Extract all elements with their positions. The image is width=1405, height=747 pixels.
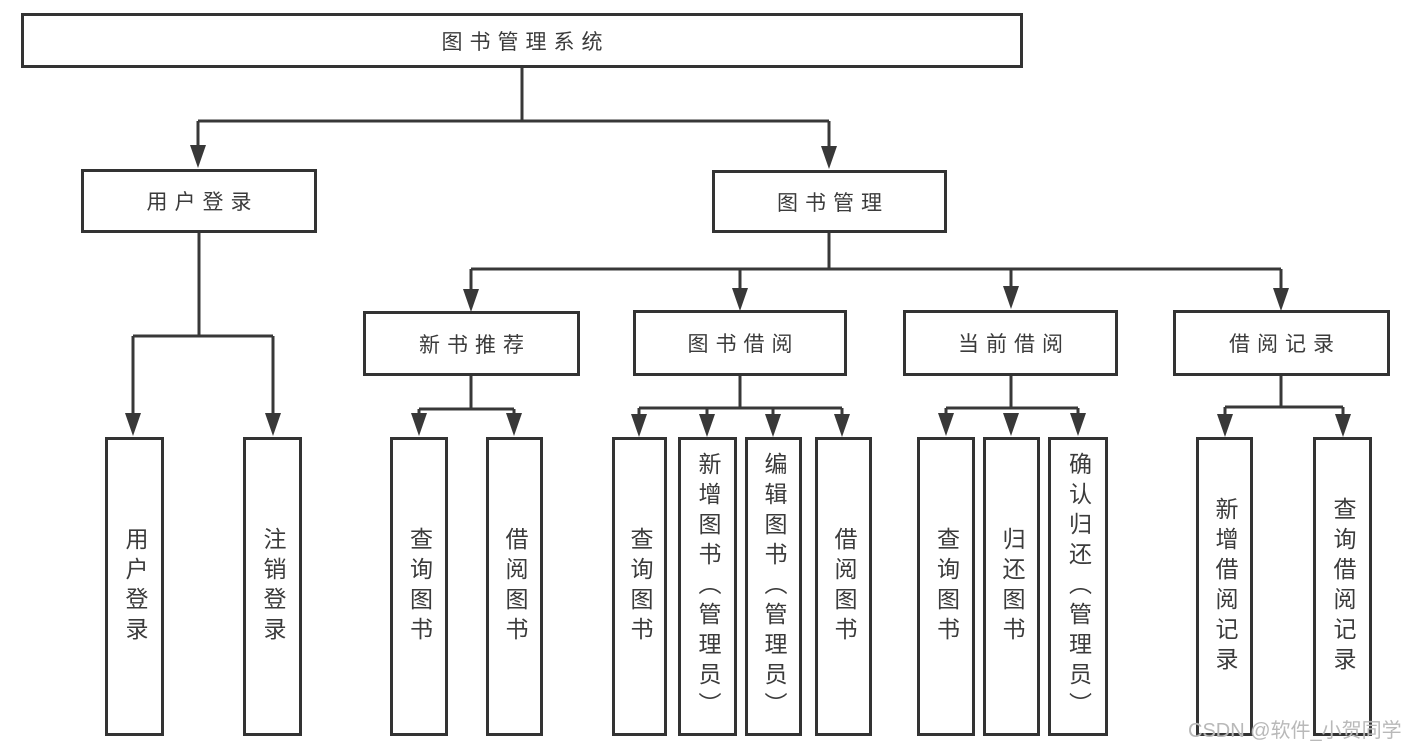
arrow-down-icon: [765, 414, 781, 437]
arrowheads: [125, 145, 1351, 437]
leaf-current-confirm-return: 确认归还（管理员）: [1048, 437, 1108, 736]
arrow-down-icon: [125, 413, 141, 436]
node-current-borrow: 当前借阅: [903, 310, 1118, 376]
leaf-recommend-borrow-book: 借阅图书: [486, 437, 543, 736]
csdn-watermark: CSDN @软件_小贺同学: [1188, 720, 1402, 742]
leaf-user-login: 用户登录: [105, 437, 164, 736]
node-root: 图书管理系统: [21, 13, 1023, 68]
leaf-recommend-query-book-label: 查询图书: [406, 526, 433, 647]
arrow-down-icon: [631, 414, 647, 437]
leaf-borrow-edit-book-label: 编辑图书（管理员）: [761, 451, 787, 722]
book-management-branch-line: [469, 231, 1283, 294]
arrow-down-icon: [411, 413, 427, 436]
arrow-down-icon: [1273, 288, 1289, 311]
node-book-management-group-label: 图书管理: [777, 191, 889, 215]
current-borrow-branch-line: [944, 374, 1080, 420]
root-branch-line: [196, 66, 831, 151]
leaf-current-query-book: 查询图书: [917, 437, 975, 736]
leaf-borrow-query-book: 查询图书: [612, 437, 667, 736]
leaf-current-query-book-label: 查询图书: [933, 526, 960, 647]
arrow-down-icon: [732, 288, 748, 311]
arrow-down-icon: [506, 413, 522, 436]
arrow-down-icon: [821, 146, 837, 169]
arrow-down-icon: [938, 413, 954, 436]
arrow-down-icon: [1335, 414, 1351, 437]
leaf-borrow-query-book-label: 查询图书: [627, 526, 653, 647]
leaf-current-return-book: 归还图书: [983, 437, 1040, 736]
node-borrow-record: 借阅记录: [1173, 310, 1390, 376]
leaf-logout-label: 注销登录: [260, 526, 286, 647]
leaf-record-add-record: 新增借阅记录: [1196, 437, 1253, 736]
leaf-user-login-label: 用户登录: [122, 526, 148, 647]
user-login-branch-line: [131, 231, 275, 418]
node-current-borrow-label: 当前借阅: [958, 333, 1070, 356]
arrow-down-icon: [463, 289, 479, 312]
arrow-down-icon: [699, 414, 715, 437]
book-borrow-branch-line: [637, 374, 844, 420]
leaf-record-query-record: 查询借阅记录: [1313, 437, 1372, 736]
arrow-down-icon: [1003, 413, 1019, 436]
leaf-borrow-edit-book: 编辑图书（管理员）: [745, 437, 802, 736]
node-book-borrow: 图书借阅: [633, 310, 847, 376]
arrow-down-icon: [190, 145, 206, 168]
node-book-borrow-label: 图书借阅: [687, 333, 800, 356]
arrow-down-icon: [1217, 414, 1233, 437]
node-borrow-record-label: 借阅记录: [1229, 333, 1341, 356]
leaf-borrow-add-book-label: 新增图书（管理员）: [695, 451, 721, 722]
node-book-management-group: 图书管理: [712, 170, 947, 233]
leaf-borrow-add-book: 新增图书（管理员）: [678, 437, 737, 736]
new-book-recommend-branch-line: [417, 374, 516, 420]
node-new-book-recommend-label: 新书推荐: [419, 333, 531, 357]
borrow-record-branch-line: [1223, 374, 1345, 420]
leaf-current-confirm-return-label: 确认归还（管理员）: [1065, 451, 1092, 722]
leaf-record-query-record-label: 查询借阅记录: [1330, 496, 1356, 677]
leaf-current-return-book-label: 归还图书: [999, 526, 1025, 647]
leaf-recommend-borrow-book-label: 借阅图书: [502, 526, 528, 647]
leaf-borrow-borrow-book: 借阅图书: [815, 437, 872, 736]
leaf-logout: 注销登录: [243, 437, 302, 736]
node-user-login-group-label: 用户登录: [146, 191, 259, 214]
leaf-recommend-query-book: 查询图书: [390, 437, 448, 736]
node-new-book-recommend: 新书推荐: [363, 311, 580, 376]
arrow-down-icon: [1003, 286, 1019, 309]
arrow-down-icon: [834, 414, 850, 437]
leaf-borrow-borrow-book-label: 借阅图书: [831, 526, 857, 647]
leaf-record-add-record-label: 新增借阅记录: [1212, 496, 1238, 677]
node-root-label: 图书管理系统: [441, 30, 610, 54]
arrow-down-icon: [265, 413, 281, 436]
node-user-login-group: 用户登录: [81, 169, 317, 233]
arrow-down-icon: [1070, 413, 1086, 436]
